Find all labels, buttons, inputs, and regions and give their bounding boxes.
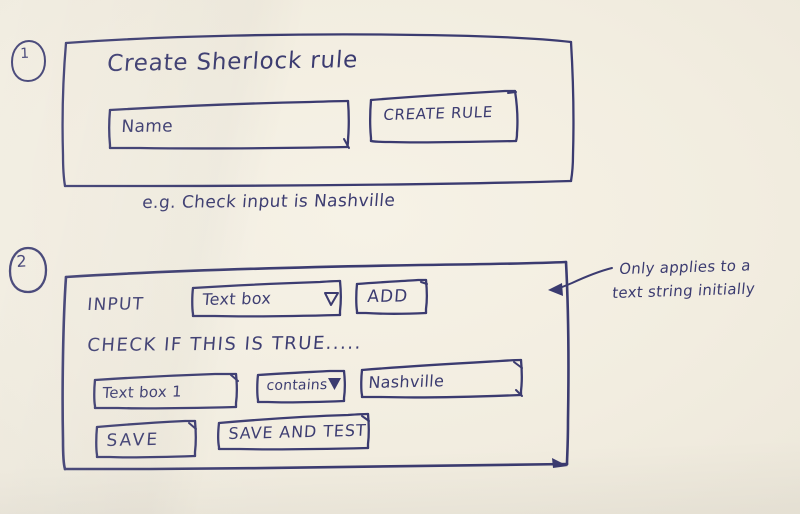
panel-2-frame bbox=[61, 260, 570, 471]
condition-field-value[interactable]: Text box 1 bbox=[101, 382, 183, 403]
annotation-line-1: Only applies to a bbox=[618, 256, 752, 279]
condition-value-box bbox=[360, 358, 523, 399]
condition-operator-box bbox=[256, 369, 346, 404]
save-and-test-button-box bbox=[217, 412, 370, 451]
input-type-select-box bbox=[191, 279, 342, 318]
input-label: INPUT bbox=[86, 294, 145, 316]
save-button-label[interactable]: SAVE bbox=[105, 429, 160, 452]
chevron-down-icon bbox=[324, 292, 339, 306]
condition-operator-value[interactable]: contains bbox=[265, 377, 329, 395]
condition-compare-value[interactable]: Nashville bbox=[367, 371, 445, 393]
example-caption: e.g. Check input is Nashville bbox=[141, 190, 397, 214]
condition-heading: CHECK IF THIS IS TRUE..... bbox=[86, 332, 363, 357]
name-field-box bbox=[108, 99, 350, 150]
save-and-test-button-label[interactable]: SAVE AND TEST bbox=[227, 420, 368, 444]
create-rule-button-box bbox=[369, 89, 519, 144]
chevron-down-icon bbox=[328, 378, 341, 390]
annotation-leader-line bbox=[548, 267, 613, 296]
input-type-select-value[interactable]: Text box bbox=[201, 288, 273, 310]
add-button-label[interactable]: ADD bbox=[366, 286, 409, 308]
step-1-number: 1 bbox=[19, 45, 30, 62]
condition-field-box bbox=[93, 372, 239, 410]
create-rule-button-label[interactable]: CREATE RULE bbox=[382, 102, 494, 125]
save-button-box bbox=[95, 419, 197, 459]
step-1-circle bbox=[11, 40, 46, 82]
page-title: Create Sherlock rule bbox=[106, 47, 359, 78]
name-input-placeholder[interactable]: Name bbox=[120, 116, 174, 138]
step-2-number: 2 bbox=[15, 251, 28, 271]
step-2-circle bbox=[8, 246, 48, 294]
panel-1-frame bbox=[61, 33, 575, 188]
add-button-box bbox=[355, 278, 428, 315]
